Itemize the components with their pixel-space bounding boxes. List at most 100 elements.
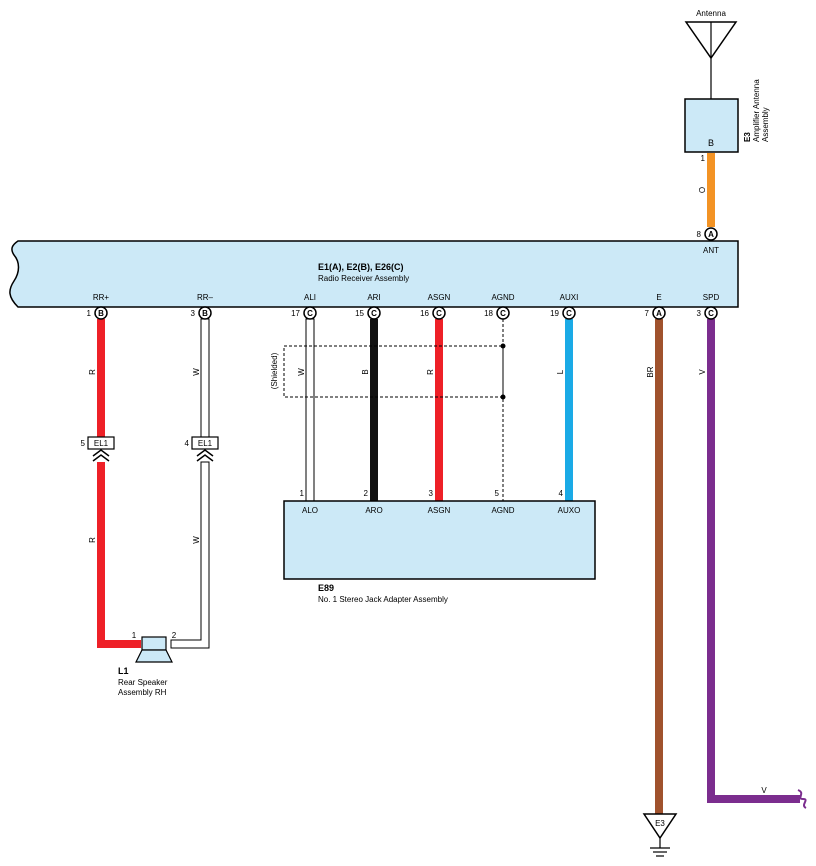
svg-text:5: 5 [81, 439, 86, 448]
svg-text:C: C [436, 309, 442, 318]
svg-text:B: B [202, 309, 208, 318]
amplifier-pin: 1 [701, 154, 706, 163]
svg-text:RR–: RR– [197, 293, 214, 302]
ground-label: E3 [655, 819, 665, 828]
svg-text:C: C [566, 309, 572, 318]
adapter-id: E89 [318, 583, 334, 593]
amplifier-name-line2: Assembly [761, 107, 770, 142]
svg-text:C: C [708, 309, 714, 318]
antenna-wire-color: O [698, 187, 707, 193]
svg-text:3: 3 [429, 489, 434, 498]
svg-text:ARO: ARO [365, 506, 382, 515]
receiver-pin-rr-minus: RR– 3 B [191, 293, 214, 320]
receiver-pin-agnd: AGND 18 C [484, 293, 515, 320]
wire-label-spd-out: V [761, 786, 767, 795]
speaker-icon [135, 636, 173, 663]
wire-label-rr-minus: W [192, 368, 201, 376]
receiver-ids: E1(A), E2(B), E26(C) [318, 262, 404, 272]
receiver-pin-ari: ARI 15 C [355, 293, 381, 320]
adapter-pin-aro: 2 ARO [364, 489, 383, 515]
wire-rr-plus-upper [97, 319, 105, 437]
wire-rr-plus-lower [97, 462, 105, 644]
antenna-icon [684, 21, 738, 99]
speaker-id: L1 [118, 666, 129, 676]
adapter-pin-auxo: 4 AUXO [558, 489, 581, 515]
antenna-wire-orange [707, 153, 715, 227]
junction-connector-el1-rr-plus: 5 EL1 [81, 436, 115, 462]
wire-label-e: BR [646, 366, 655, 377]
svg-text:C: C [371, 309, 377, 318]
svg-text:18: 18 [484, 309, 493, 318]
wire-label-rr-plus-lower: R [88, 537, 97, 543]
svg-text:3: 3 [191, 309, 196, 318]
wire-rr-minus-upper [200, 318, 210, 438]
svg-text:AGND: AGND [491, 506, 514, 515]
speaker-name-line2: Assembly RH [118, 688, 167, 697]
svg-text:SPD: SPD [703, 293, 720, 302]
svg-text:17: 17 [291, 309, 300, 318]
svg-text:B: B [98, 309, 104, 318]
svg-text:ALO: ALO [302, 506, 318, 515]
speaker-name-line1: Rear Speaker [118, 678, 168, 687]
antenna-label: Antenna [696, 9, 726, 18]
svg-text:4: 4 [185, 439, 190, 448]
svg-text:ASGN: ASGN [428, 293, 451, 302]
wire-label-asgn: R [426, 369, 435, 375]
svg-text:C: C [307, 309, 313, 318]
svg-text:2: 2 [364, 489, 369, 498]
shield-junction-bottom [500, 394, 506, 400]
svg-text:AGND: AGND [491, 293, 514, 302]
adapter-name: No. 1 Stereo Jack Adapter Assembly [318, 595, 448, 604]
wire-label-ari: B [361, 369, 370, 374]
speaker-pin2: 2 [172, 631, 177, 640]
svg-text:ALI: ALI [304, 293, 316, 302]
amplifier-antenna-box [684, 98, 739, 153]
svg-text:EL1: EL1 [94, 439, 109, 448]
svg-text:5: 5 [495, 489, 500, 498]
svg-text:15: 15 [355, 309, 364, 318]
wire-asgn [435, 319, 443, 501]
svg-text:AUXI: AUXI [560, 293, 579, 302]
receiver-pin-auxi: AUXI 19 C [550, 293, 579, 320]
adapter-pin-agnd: 5 AGND [491, 489, 514, 515]
receiver-pin-rr-plus: RR+ 1 B [87, 293, 109, 320]
junction-connector-el1-rr-minus: 4 EL1 [185, 436, 219, 462]
wire-label-ali: W [297, 368, 306, 376]
wire-rr-plus-horizontal [97, 640, 141, 648]
wire-label-rr-plus: R [88, 369, 97, 375]
svg-text:ASGN: ASGN [428, 506, 451, 515]
wire-label-auxi: L [556, 369, 565, 374]
svg-text:1: 1 [300, 489, 305, 498]
speaker-pin1: 1 [132, 631, 137, 640]
svg-text:16: 16 [420, 309, 429, 318]
amplifier-connector-label: B [708, 138, 714, 148]
adapter-pin-alo: 1 ALO [300, 489, 318, 515]
receiver-ant-pin: 8 [697, 230, 702, 239]
svg-text:AUXO: AUXO [558, 506, 581, 515]
adapter-pin-asgn: 3 ASGN [428, 489, 451, 515]
wire-label-spd: V [698, 369, 707, 375]
ground-icon [642, 813, 678, 857]
amplifier-name-line1: Amplifier Antenna [752, 79, 761, 142]
shielded-label: (Shielded) [270, 352, 279, 389]
wire-rr-minus-lower [170, 461, 210, 649]
wire-label-rr-minus-lower: W [192, 536, 201, 544]
receiver-pin-e: E 7 A [645, 293, 666, 320]
receiver-pin-asgn: ASGN 16 C [420, 293, 451, 320]
radio-receiver-box [9, 240, 739, 308]
wire-ari [370, 319, 378, 501]
receiver-ant-connector [704, 227, 718, 241]
svg-text:1: 1 [87, 309, 92, 318]
shield-junction-top [500, 343, 506, 349]
stereo-jack-adapter-box [283, 500, 596, 580]
svg-text:E: E [656, 293, 661, 302]
svg-text:19: 19 [550, 309, 559, 318]
wire-auxi [565, 319, 573, 501]
svg-text:7: 7 [645, 309, 650, 318]
shielded-box [283, 345, 504, 398]
svg-text:ARI: ARI [367, 293, 380, 302]
receiver-pin-spd: SPD 3 C [697, 293, 720, 320]
svg-text:EL1: EL1 [198, 439, 213, 448]
svg-text:3: 3 [697, 309, 702, 318]
